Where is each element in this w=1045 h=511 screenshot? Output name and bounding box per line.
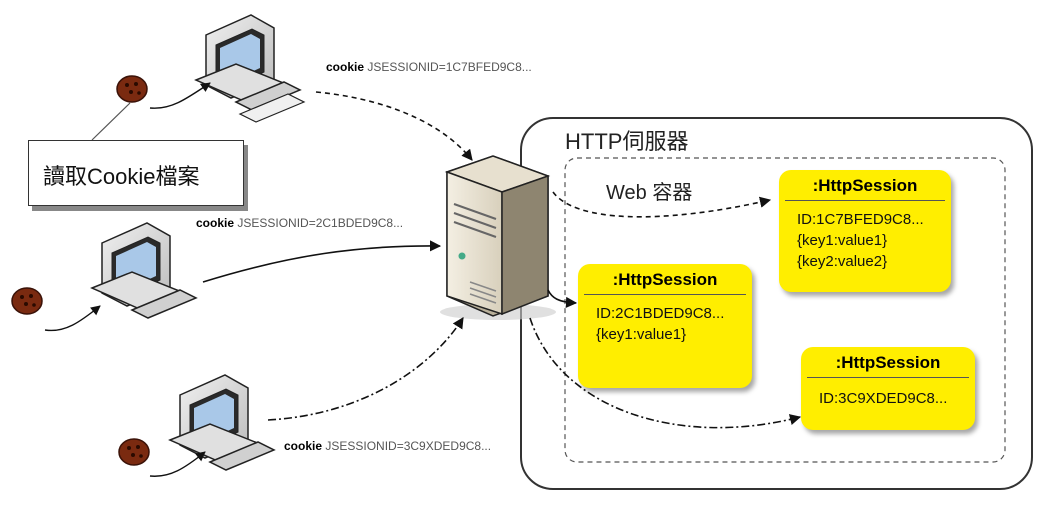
session-line: ID:2C1BDED9C8...	[596, 305, 725, 322]
server-icon	[440, 155, 556, 320]
session-line: {key1:value1}	[797, 232, 888, 249]
web-container-box	[564, 157, 1006, 463]
cookie-icon	[11, 287, 43, 315]
web-container-title: Web 容器	[606, 182, 693, 204]
request-arrow-2	[202, 240, 442, 283]
session-arrow-2	[547, 289, 578, 309]
request-arrow-3	[267, 317, 464, 421]
cookie-label-3: cookie JSESSIONID=3C9XDED9C8...	[284, 439, 491, 453]
cookie-value: JSESSIONID=3C9XDED9C8...	[325, 439, 492, 453]
read-cookie-callout: 讀取Cookie檔案	[28, 140, 244, 206]
callout-pointer	[91, 102, 131, 141]
cookie-icon	[118, 438, 150, 466]
request-arrow-1	[315, 91, 473, 161]
cookie-keyword: cookie	[326, 60, 365, 74]
session-title: :HttpSession	[584, 264, 746, 295]
session-line: ID:1C7BFED9C8...	[797, 211, 924, 228]
read-cookie-label: 讀取Cookie檔案	[43, 164, 200, 189]
session-line: {key2:value2}	[797, 253, 888, 270]
client-computer-icon	[90, 222, 198, 319]
http-session-card: :HttpSession ID:2C1BDED9C8... {key1:valu…	[578, 264, 752, 388]
cookie-keyword: cookie	[284, 439, 323, 453]
cookie-value: JSESSIONID=2C1BDED9C8...	[237, 216, 404, 230]
http-session-card: :HttpSession ID:1C7BFED9C8... {key1:valu…	[779, 170, 951, 292]
cookie-keyword: cookie	[196, 216, 235, 230]
session-arrow-1	[552, 191, 772, 218]
http-session-card: :HttpSession ID:3C9XDED9C8...	[801, 347, 975, 430]
client-computer-icon	[168, 374, 276, 471]
cookie-read-arrow	[149, 451, 206, 477]
cookie-label-2: cookie JSESSIONID=2C1BDED9C8...	[196, 216, 403, 230]
cookie-read-arrow	[149, 82, 211, 109]
cookie-label-1: cookie JSESSIONID=1C7BFED9C8...	[326, 60, 532, 74]
cookie-value: JSESSIONID=1C7BFED9C8...	[367, 60, 532, 74]
session-title: :HttpSession	[785, 170, 945, 201]
session-line: ID:3C9XDED9C8...	[819, 390, 948, 407]
cookie-icon	[116, 75, 148, 103]
http-server-title: HTTP伺服器	[565, 129, 689, 154]
client-computer-icon	[194, 14, 306, 123]
session-title: :HttpSession	[807, 347, 969, 378]
session-line: {key1:value1}	[596, 326, 687, 343]
session-arrow-3	[529, 317, 802, 429]
cookie-read-arrow	[44, 305, 101, 332]
